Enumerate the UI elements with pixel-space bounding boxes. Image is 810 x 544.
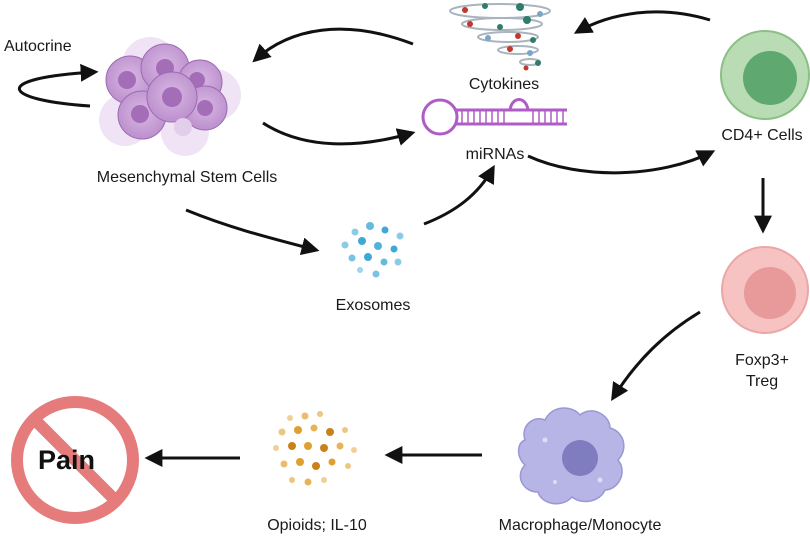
- exosomes-label: Exosomes: [335, 297, 411, 314]
- cd4-label: CD4+ Cells: [721, 127, 803, 144]
- opioids-il10-icon: [273, 411, 357, 486]
- treg-to-macrophage-arrow: [611, 310, 701, 402]
- opioids-label: Opioids; IL-10: [267, 517, 367, 534]
- cd4-to-cytokines-arrow: [573, 10, 711, 34]
- treg-label-line1: Foxp3+: [735, 352, 789, 369]
- treg-label-line2: Treg: [745, 373, 779, 390]
- cytokines-icon: [449, 3, 551, 71]
- no-pain-sign-icon: [11, 396, 139, 524]
- mesenchymal-stem-cells-icon: [99, 37, 241, 156]
- cytokines-to-msc-arrow: [252, 27, 414, 63]
- mirnas-to-cd4-arrow: [527, 150, 716, 175]
- macrophage-icon: [517, 407, 625, 505]
- autocrine-label: Autocrine: [4, 38, 72, 55]
- mirna-hairpin-icon: [421, 98, 567, 136]
- cytokines-label: Cytokines: [468, 76, 540, 93]
- msc-to-mirnas-arrow: [262, 121, 416, 146]
- msc-label: Mesenchymal Stem Cells: [96, 169, 278, 186]
- msc-to-exosomes-arrow: [185, 208, 320, 256]
- treg-cell-icon: [721, 246, 809, 334]
- macrophage-label: Macrophage/Monocyte: [498, 517, 662, 534]
- cd4-cell-icon: [720, 30, 810, 120]
- pain-label: Pain: [38, 445, 96, 475]
- autocrine-arrow: [18, 63, 99, 108]
- exosomes-to-mirnas-arrow: [423, 164, 495, 226]
- exosomes-icon: [341, 222, 404, 278]
- mirnas-label: miRNAs: [465, 146, 525, 163]
